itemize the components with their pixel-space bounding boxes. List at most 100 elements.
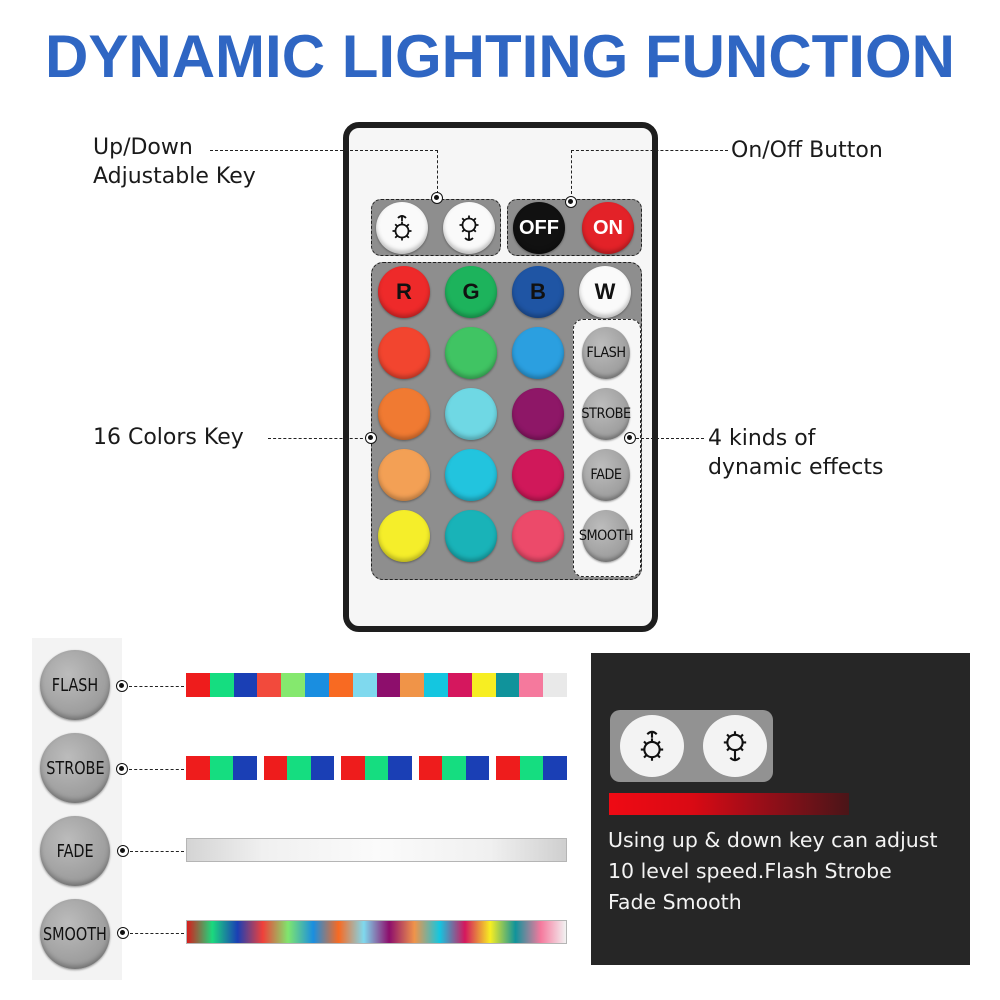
strobe-color-group (341, 756, 412, 780)
flash-color-swatch (471, 673, 496, 697)
sun-down-icon (459, 215, 479, 241)
color-key[interactable] (512, 327, 564, 379)
color-key[interactable] (512, 510, 564, 562)
effects-anchor-dot (624, 432, 636, 444)
flash-color-swatch (495, 673, 520, 697)
strobe-color-swatch (543, 756, 567, 780)
blue-key[interactable]: B (512, 266, 564, 318)
strobe-color-swatch (263, 756, 288, 780)
speed-key-pair (610, 710, 773, 782)
effects-label-line1: 4 kinds of (708, 426, 816, 451)
strobe-color-swatch (364, 756, 389, 780)
white-key[interactable]: W (579, 266, 631, 318)
smooth-gradient-bar (186, 920, 567, 944)
strobe-anchor-dot (116, 763, 128, 775)
fade-key[interactable]: FADE (582, 449, 630, 501)
smooth-anchor-dot (117, 927, 129, 939)
color-key[interactable] (512, 449, 564, 501)
red-key[interactable]: R (378, 266, 430, 318)
strobe-color-swatch (442, 756, 466, 780)
flash-color-swatch (424, 673, 448, 697)
flash-color-swatch (209, 673, 234, 697)
colors-anchor-dot (365, 432, 377, 444)
speed-down-button[interactable] (443, 202, 495, 254)
strobe-color-swatch (465, 756, 490, 780)
updown-label-line2: Adjustable Key (93, 164, 256, 189)
onoff-anchor-dot (565, 196, 577, 208)
smooth-demo-button: SMOOTH (40, 899, 110, 969)
updown-key-label: Up/Down Adjustable Key (93, 133, 256, 191)
speed-key-group (371, 199, 501, 256)
strobe-demo-button: STROBE (40, 733, 110, 803)
color-key[interactable] (378, 388, 430, 440)
remote-control: OFF ON R G B W FLASH STROBE FADE SMOOTH (343, 122, 658, 632)
flash-color-strip (186, 673, 567, 697)
effects-label: 4 kinds of dynamic effects (708, 424, 883, 482)
color-key[interactable] (378, 510, 430, 562)
strobe-color-swatch (209, 756, 234, 780)
updown-anchor-dot (431, 192, 443, 204)
color-key[interactable] (378, 327, 430, 379)
flash-key[interactable]: FLASH (582, 327, 630, 379)
strobe-key[interactable]: STROBE (581, 388, 631, 440)
strobe-color-swatch (186, 756, 210, 780)
speed-description: Using up & down key can adjust 10 level … (608, 828, 938, 914)
strobe-color-swatch (310, 756, 335, 780)
speed-down-key (703, 715, 767, 777)
color-key[interactable] (445, 510, 497, 562)
sun-up-icon (392, 215, 412, 241)
green-key[interactable]: G (445, 266, 497, 318)
strobe-color-swatch (519, 756, 544, 780)
flash-color-swatch (400, 673, 425, 697)
flash-color-swatch (447, 673, 472, 697)
flash-color-swatch (257, 673, 282, 697)
colors-leader-line (268, 438, 368, 439)
color-key[interactable] (378, 449, 430, 501)
strobe-color-group (186, 756, 257, 780)
speed-info-panel: Using up & down key can adjust 10 level … (591, 653, 970, 965)
flash-color-swatch (376, 673, 401, 697)
flash-color-swatch (305, 673, 329, 697)
fade-gradient-bar (186, 838, 567, 862)
speed-up-button[interactable] (376, 202, 428, 254)
effects-leader-line (636, 438, 704, 439)
strobe-color-swatch (418, 756, 443, 780)
strobe-color-swatch (388, 756, 412, 780)
strobe-color-swatch (496, 756, 520, 780)
fade-leader-line (130, 851, 184, 852)
flash-color-swatch (352, 673, 377, 697)
sun-down-icon (723, 731, 747, 762)
updown-leader-line (210, 150, 438, 151)
flash-demo-button: FLASH (40, 650, 110, 720)
off-button[interactable]: OFF (513, 202, 565, 254)
strobe-color-group (418, 756, 490, 780)
effects-label-line2: dynamic effects (708, 455, 884, 480)
page-title: DYNAMIC LIGHTING FUNCTION (45, 23, 955, 90)
updown-leader-line-vertical (437, 150, 438, 194)
strobe-color-group (496, 756, 567, 780)
color-key[interactable] (445, 449, 497, 501)
strobe-color-swatch (341, 756, 365, 780)
fade-demo-button: FADE (40, 816, 110, 886)
flash-anchor-dot (116, 680, 128, 692)
speed-level-bar (609, 793, 849, 815)
sun-up-icon (640, 730, 664, 761)
power-key-group: OFF ON (507, 199, 642, 256)
flash-color-swatch (543, 673, 567, 697)
onoff-button-label: On/Off Button (731, 138, 883, 163)
strobe-color-group (263, 756, 335, 780)
flash-color-swatch (233, 673, 258, 697)
strobe-color-swatch (233, 756, 257, 780)
color-key[interactable] (512, 388, 564, 440)
flash-color-swatch (186, 673, 210, 697)
flash-leader-line (129, 686, 184, 687)
strobe-color-strip (186, 756, 567, 780)
colors-key-label: 16 Colors Key (93, 425, 244, 450)
color-key[interactable] (445, 327, 497, 379)
speed-up-key (620, 715, 684, 777)
smooth-key[interactable]: SMOOTH (579, 510, 634, 562)
color-key[interactable] (445, 388, 497, 440)
fade-anchor-dot (117, 845, 129, 857)
on-button[interactable]: ON (582, 202, 634, 254)
flash-color-swatch (519, 673, 544, 697)
